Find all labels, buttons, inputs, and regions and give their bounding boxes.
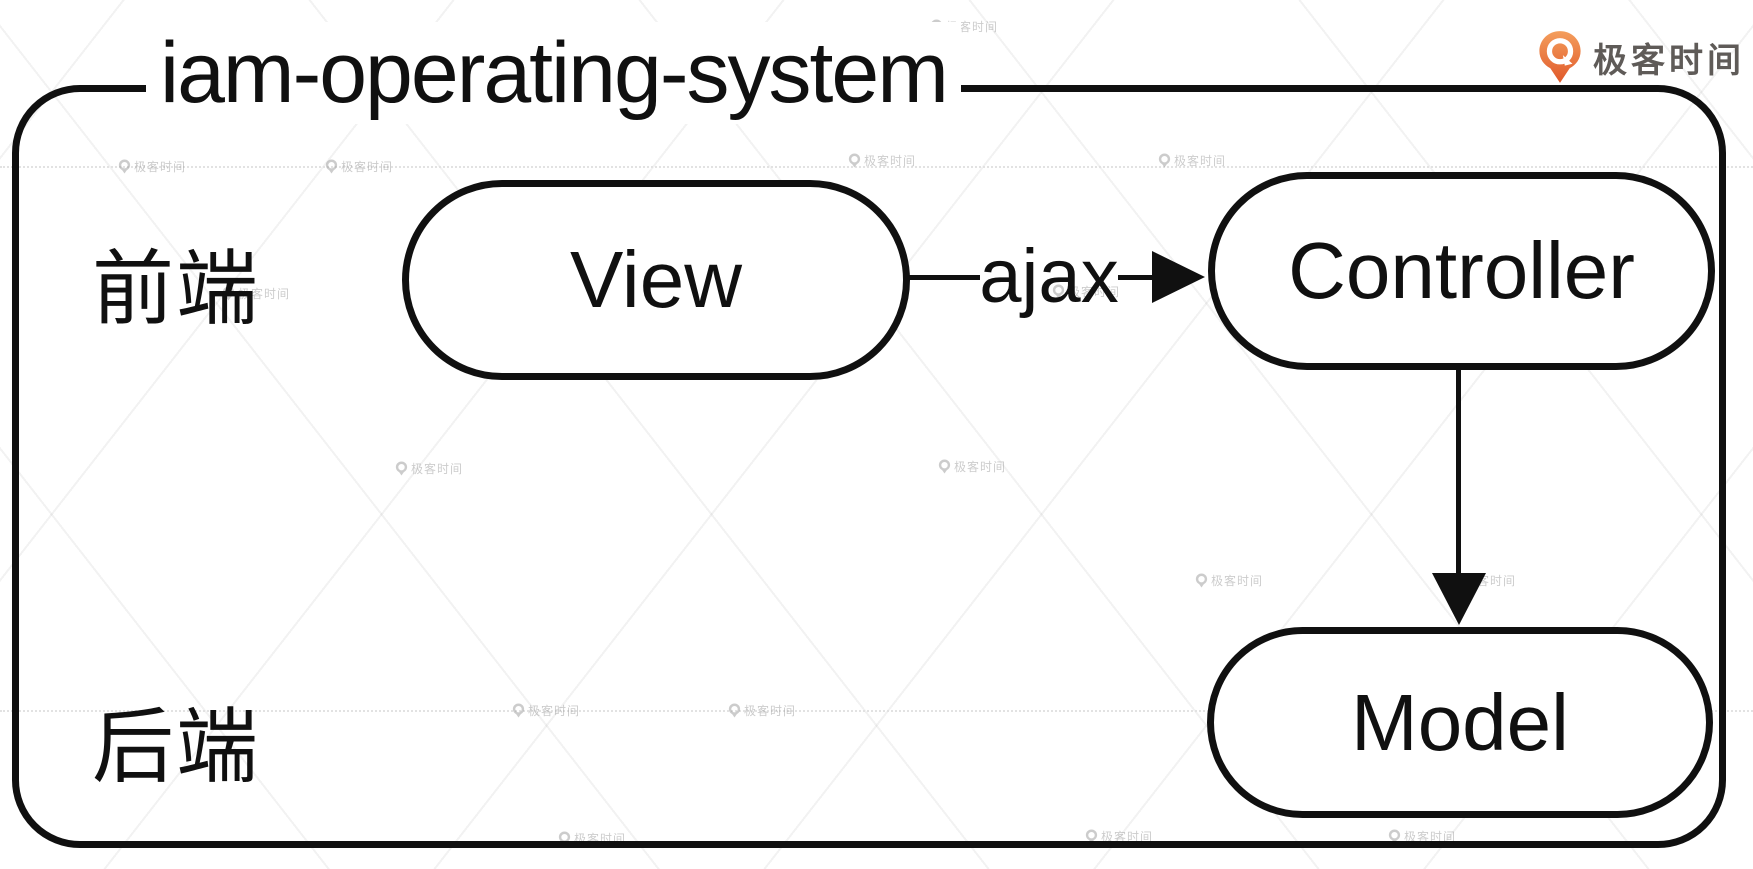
node-view: View: [402, 180, 910, 380]
lane-label-backend: 后端: [92, 702, 261, 793]
edge-controller-model-line: [1456, 370, 1461, 576]
node-model: Model: [1207, 627, 1713, 818]
geektime-pin-icon: [1539, 31, 1581, 83]
edge-view-controller-line-start: [908, 275, 980, 280]
arrowhead-down-icon: [1432, 573, 1486, 625]
geektime-logo-text: 极客时间: [1593, 41, 1745, 80]
node-view-label: View: [570, 235, 742, 324]
node-controller-label: Controller: [1288, 226, 1635, 315]
edge-view-controller-line-end: [1118, 275, 1156, 280]
lane-label-frontend: 前端: [92, 244, 261, 335]
system-boundary-label: iam-operating-system: [146, 22, 961, 124]
node-controller: Controller: [1208, 172, 1715, 370]
node-model-label: Model: [1351, 677, 1569, 767]
geektime-logo: 极客时间: [1537, 30, 1745, 84]
edge-view-controller-label: ajax: [979, 234, 1119, 319]
arrowhead-right-icon: [1152, 251, 1205, 303]
